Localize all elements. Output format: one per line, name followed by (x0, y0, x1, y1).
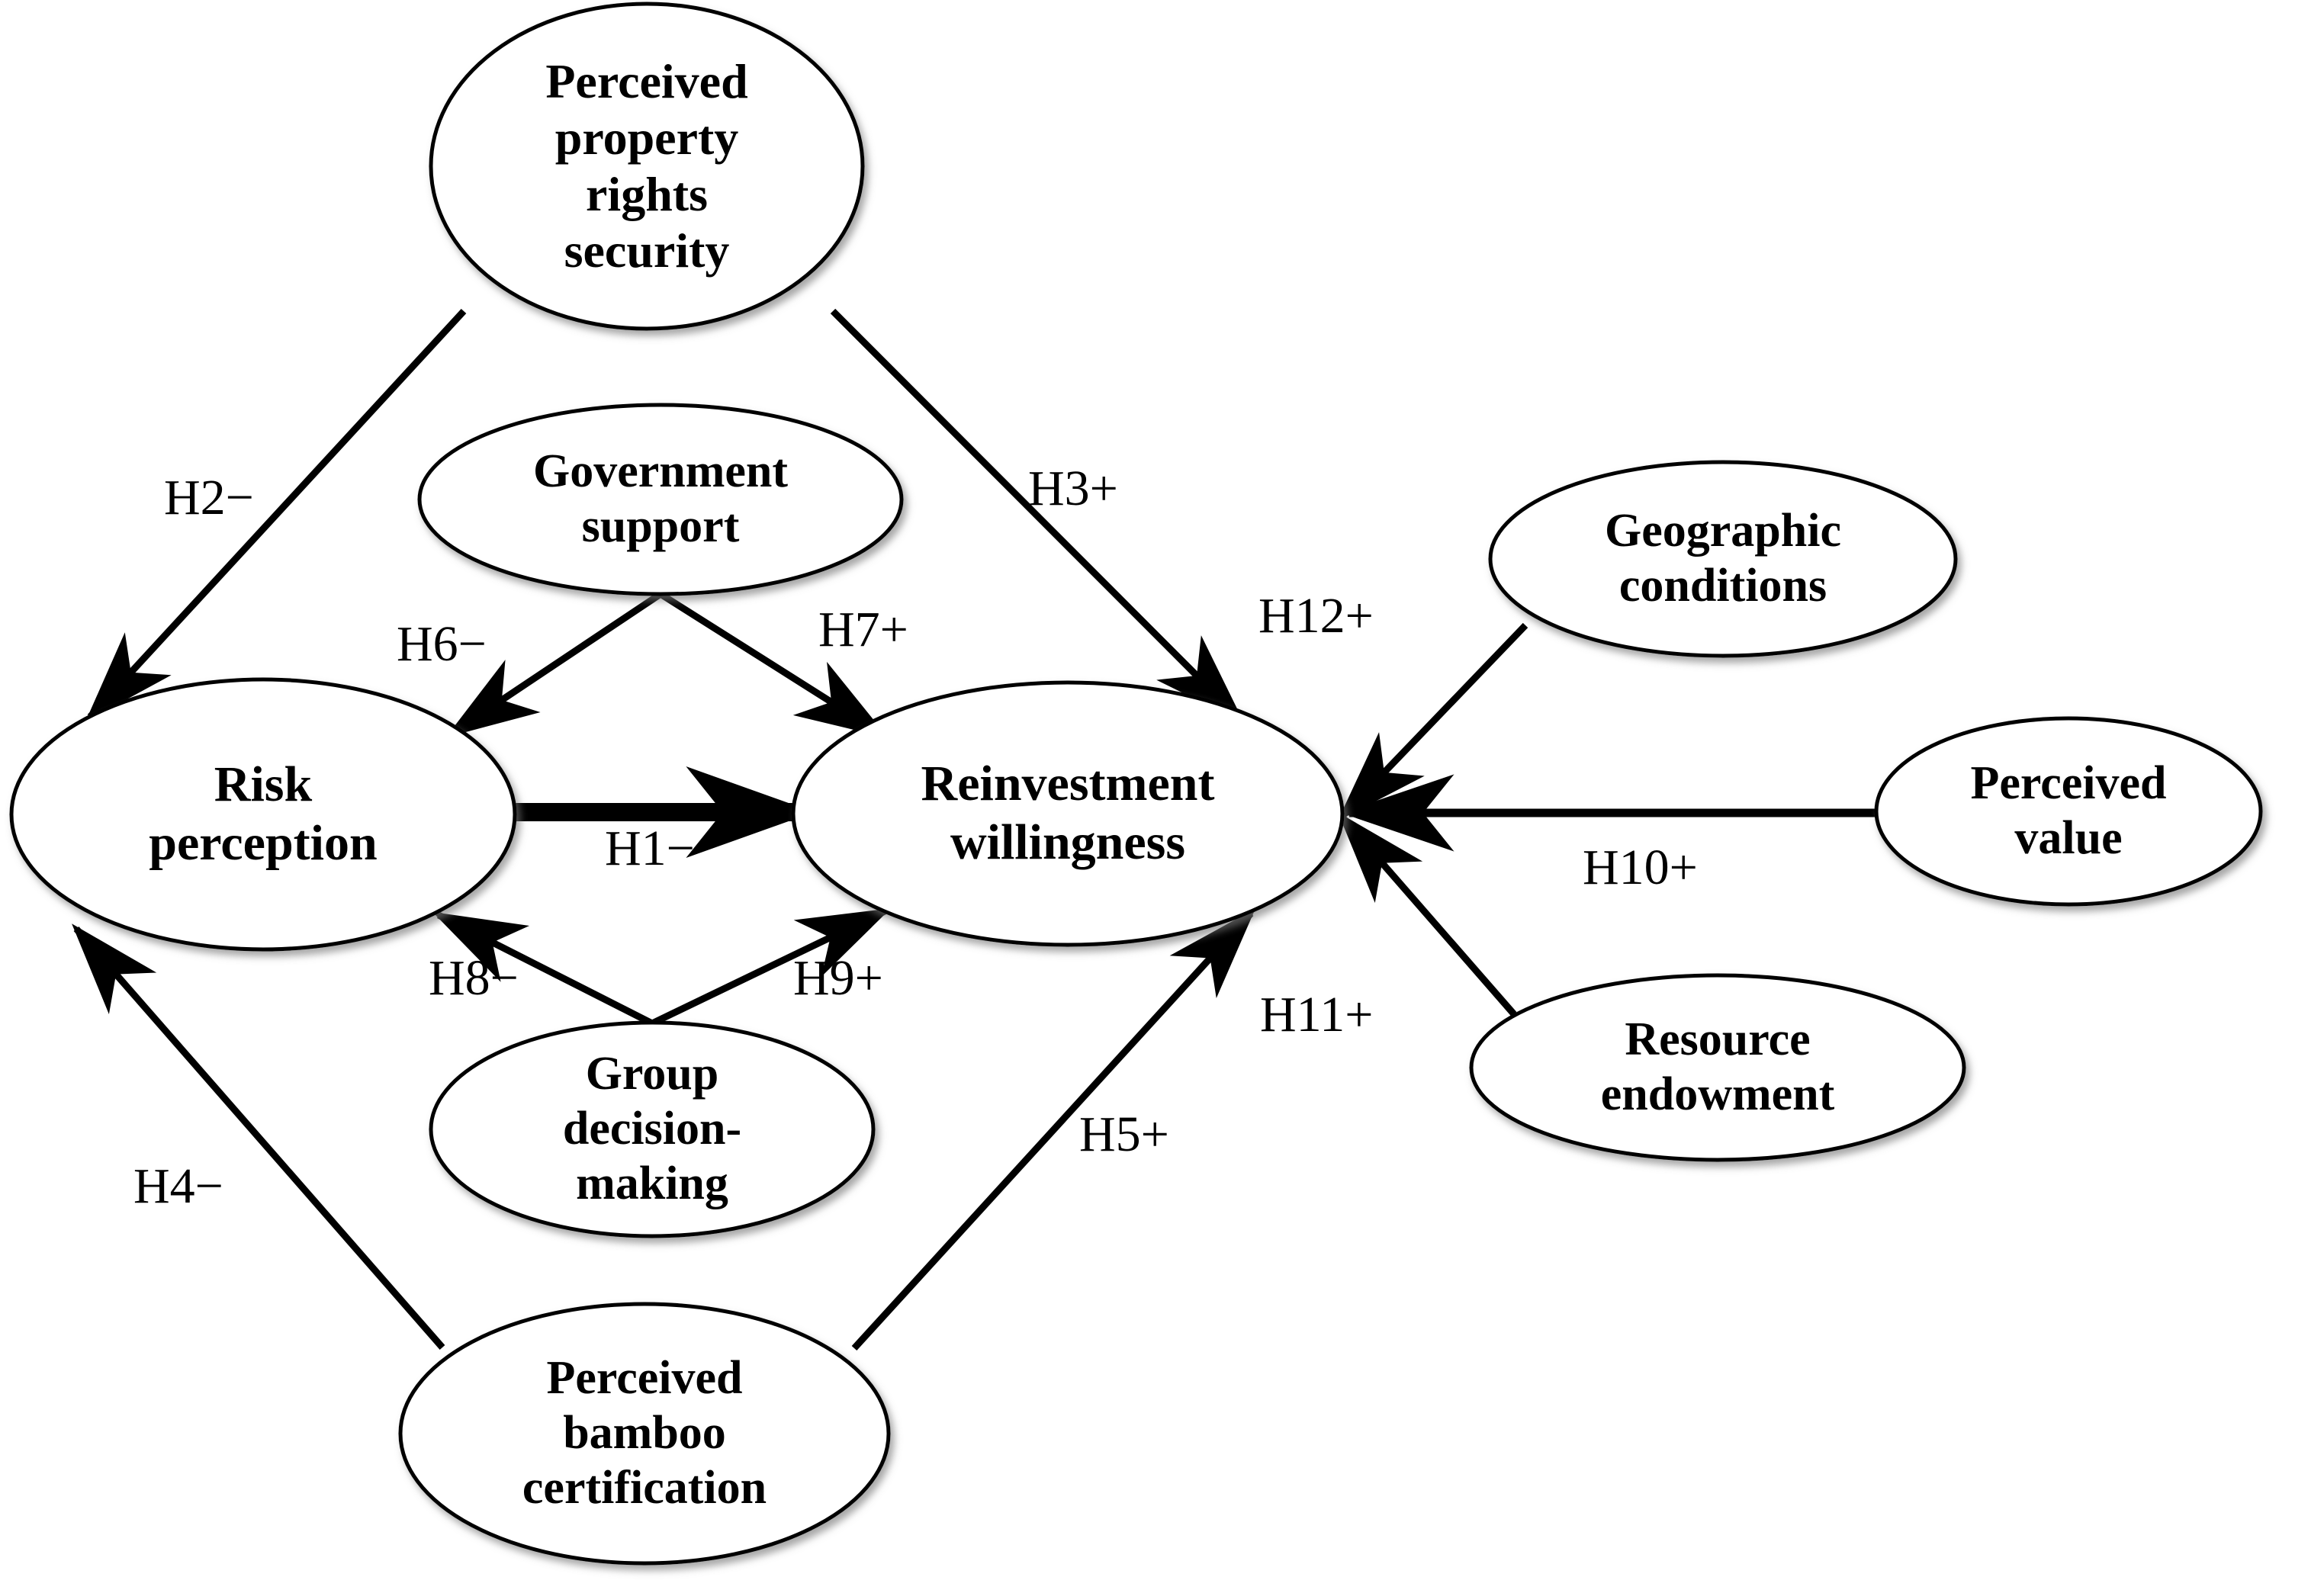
edge-label-h9: H9+ (793, 950, 883, 1006)
node-group-decision-making[interactable] (429, 1020, 876, 1238)
node-resource-endowment[interactable] (1469, 973, 1966, 1162)
edge-h9 (651, 907, 892, 1027)
edge-h2 (85, 308, 467, 722)
nodes-layer (9, 2, 2263, 1566)
edge-label-h5: H5+ (1079, 1106, 1169, 1162)
edge-label-h12: H12+ (1258, 588, 1374, 644)
edge-label-h10: H10+ (1583, 840, 1698, 895)
node-perceived-value[interactable] (1874, 716, 2263, 907)
edge-label-h7: H7+ (818, 602, 908, 657)
edge-label-h2: H2− (164, 470, 254, 525)
node-perceived-property-rights-security[interactable] (429, 2, 865, 331)
edge-label-h3: H3+ (1028, 461, 1118, 516)
edge-h8 (432, 911, 654, 1027)
edge-h6 (445, 591, 663, 737)
node-geographic-conditions[interactable] (1488, 460, 1958, 658)
edge-h12 (1337, 622, 1528, 821)
node-perceived-bamboo-certification[interactable] (398, 1302, 891, 1566)
edge-label-h1: H1− (605, 821, 695, 876)
edge-label-h6: H6− (397, 616, 487, 672)
edge-h7 (658, 591, 889, 738)
node-risk-perception[interactable] (9, 677, 517, 952)
edge-label-h4: H4− (133, 1158, 223, 1214)
edge-label-h8: H8− (429, 950, 519, 1006)
edges-layer (72, 308, 1878, 1351)
edge-h11 (1338, 812, 1517, 1017)
edge-h4 (72, 923, 445, 1350)
edge-h5 (851, 908, 1256, 1351)
node-government-support[interactable] (417, 403, 904, 596)
node-reinvestment-willingness[interactable] (791, 680, 1345, 947)
edge-h3 (830, 308, 1245, 724)
edge-label-h11: H11+ (1260, 987, 1374, 1042)
